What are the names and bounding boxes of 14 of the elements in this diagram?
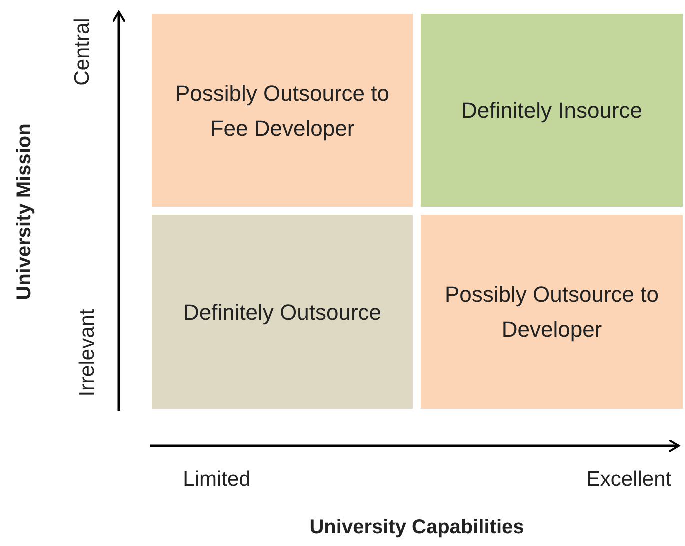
axis-tick-label: Limited [183, 468, 251, 492]
quadrant-label: Possibly Outsource to Developer [444, 281, 660, 344]
axis-tick-label: Central [71, 18, 95, 86]
quadrant-box [421, 14, 683, 207]
quadrant-label: Definitely Outsource [182, 298, 383, 327]
quadrant-box [152, 14, 413, 207]
axis-title: University Mission [14, 124, 36, 300]
axis-tick-label: Irrelevant [76, 309, 100, 397]
axis-tick-label: Excellent [586, 468, 672, 492]
quadrant-box [421, 215, 683, 409]
quadrant-label: Definitely Insource [460, 97, 644, 125]
axis-title: University Capabilities [310, 516, 524, 540]
quadrant-label: Possibly Outsource to Fee Developer [174, 80, 390, 143]
quadrant-box [152, 215, 413, 409]
